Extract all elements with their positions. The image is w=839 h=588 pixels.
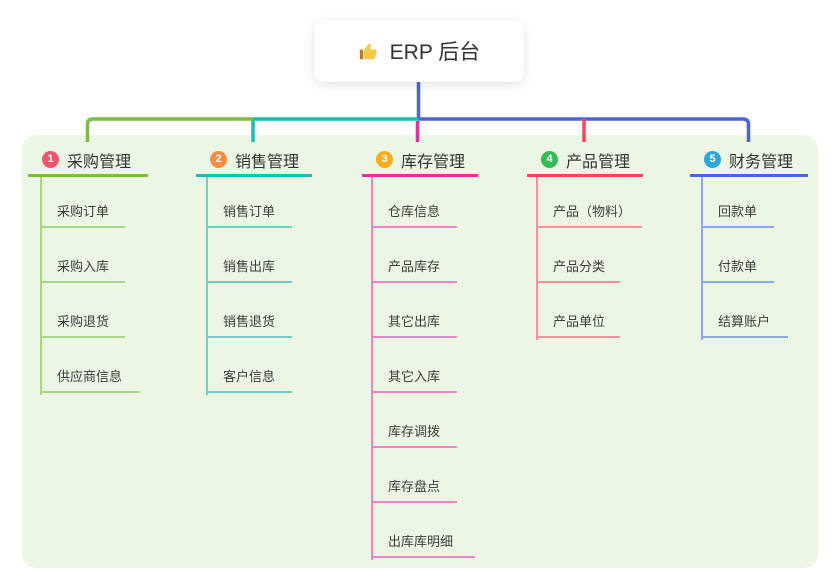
- node-sales-order[interactable]: 销售订单: [206, 198, 292, 228]
- branch-4-badge: 4: [541, 151, 558, 168]
- branch-3-badge: 3: [376, 151, 393, 168]
- branch-5-vline: [701, 177, 703, 340]
- branch-3-vline: [371, 177, 373, 560]
- branch-3-label: 库存管理: [401, 153, 466, 171]
- node-product-category[interactable]: 产品分类: [536, 253, 620, 283]
- branch-1-badge: 1: [42, 151, 59, 168]
- mindmap-panel: [22, 135, 818, 568]
- branch-header-product[interactable]: 4 产品管理: [527, 145, 643, 177]
- thumbs-up-icon: [358, 40, 380, 62]
- node-other-inbound[interactable]: 其它入库: [371, 363, 457, 393]
- node-purchase-inbound[interactable]: 采购入库: [40, 253, 125, 283]
- node-purchase-return[interactable]: 采购退货: [40, 308, 125, 338]
- root-title: ERP 后台: [389, 41, 481, 64]
- branch-4-vline: [536, 177, 538, 340]
- branch-header-sales[interactable]: 2 销售管理: [196, 145, 312, 177]
- branch-4-label: 产品管理: [566, 153, 631, 171]
- branch-2-badge: 2: [210, 151, 227, 168]
- branch-header-inventory[interactable]: 3 库存管理: [362, 145, 478, 177]
- connector-root-and-right-bus: [416, 82, 751, 142]
- branch-header-purchase[interactable]: 1 采购管理: [28, 145, 148, 177]
- node-sales-return[interactable]: 销售退货: [206, 308, 292, 338]
- node-other-outbound[interactable]: 其它出库: [371, 308, 457, 338]
- node-outbound-detail[interactable]: 出库库明细: [371, 528, 475, 558]
- node-supplier-info[interactable]: 供应商信息: [40, 363, 140, 393]
- node-purchase-order[interactable]: 采购订单: [40, 198, 125, 228]
- root-node[interactable]: ERP 后台: [314, 20, 524, 82]
- node-product-stock[interactable]: 产品库存: [371, 253, 457, 283]
- branch-5-label: 财务管理: [729, 153, 794, 171]
- node-warehouse-info[interactable]: 仓库信息: [371, 198, 457, 228]
- branch-header-finance[interactable]: 5 财务管理: [690, 145, 808, 177]
- node-receipt-doc[interactable]: 回款单: [701, 198, 774, 228]
- node-stock-transfer[interactable]: 库存调拨: [371, 418, 457, 448]
- branch-2-vline: [206, 177, 208, 395]
- node-customer-info[interactable]: 客户信息: [206, 363, 292, 393]
- node-payment-doc[interactable]: 付款单: [701, 253, 774, 283]
- branch-1-label: 采购管理: [67, 153, 132, 171]
- node-product-material[interactable]: 产品（物料）: [536, 198, 642, 228]
- branch-2-label: 销售管理: [235, 153, 300, 171]
- branch-1-vline: [40, 177, 42, 395]
- node-product-unit[interactable]: 产品单位: [536, 308, 620, 338]
- node-sales-outbound[interactable]: 销售出库: [206, 253, 292, 283]
- branch-5-badge: 5: [704, 151, 721, 168]
- node-stock-check[interactable]: 库存盘点: [371, 473, 457, 503]
- node-settlement-account[interactable]: 结算账户: [701, 308, 788, 338]
